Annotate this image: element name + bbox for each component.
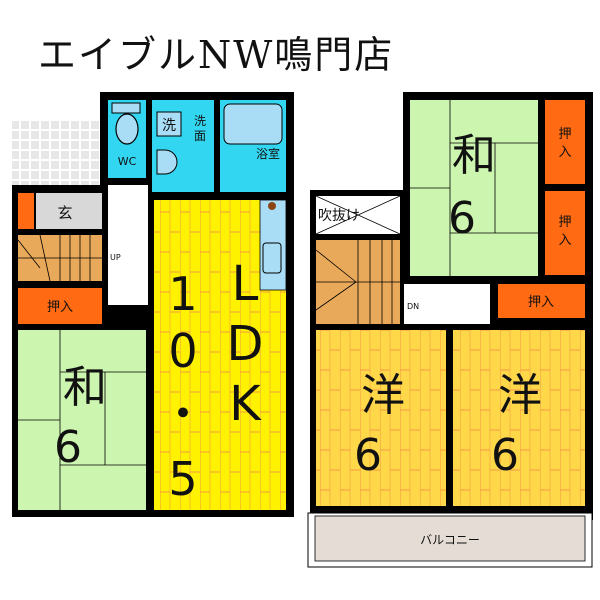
japanese-room-type-floor1: 和 [63,362,107,413]
closet-top-label-1: 押 [558,127,571,142]
western-room-right-type: 洋 [498,370,542,421]
ldk-type-char: L [232,256,259,312]
western-room-right-size: 6 [491,430,519,481]
hallway [108,185,148,305]
western-room-left-size: 6 [354,430,382,481]
japanese-room-size-floor2: 6 [448,193,476,244]
stairs-down-label: DN [407,302,419,311]
closet-mid-label-1: 押 [558,215,571,230]
closet-mid-floor2 [545,191,585,275]
western-room-right [453,330,585,506]
floor-1: WC 洗 洗 面 浴室 UP 玄 押入 [12,92,294,517]
japanese-room-type-floor2: 和 [452,130,496,181]
washroom-label-1: 洗 [194,114,206,128]
ldk-type-char: D [227,316,264,372]
balcony [314,515,586,562]
western-room-left-type: 洋 [361,370,405,421]
stove-icon [268,202,276,210]
washing-machine-label: 洗 [162,118,176,134]
kitchen-sink-icon [262,242,282,274]
stairs-up-label: UP [110,253,121,262]
closet-floor1 [18,288,102,324]
closet-bottom-floor2 [498,284,585,318]
washroom-label-2: 面 [194,129,206,143]
agency-title: エイブルNW鳴門店 [38,33,395,77]
ldk-size-char: 1 [168,267,197,321]
floor-2: 吹抜け DN 和 6 押 入 押 入 押入 [307,92,593,568]
bath-label: 浴室 [256,146,280,161]
ldk-size-char: 5 [168,452,197,506]
closet-bottom-label: 押入 [528,295,554,310]
entrance-label: 玄 [57,204,72,222]
closet-top-label-2: 入 [558,145,571,160]
wc-label: WC [118,155,137,168]
entrance [36,193,102,229]
ldk-type-char: K [229,376,262,432]
ldk-size-char: ・ [160,387,206,441]
closet-label-floor1: 押入 [47,300,73,315]
balcony-label: バルコニー [420,533,480,547]
void-label: 吹抜け [318,208,360,224]
hallway-floor2 [404,284,490,324]
japanese-room-size-floor1: 6 [54,422,82,473]
closet-mid-label-2: 入 [558,233,571,248]
porch-tiles [12,120,102,185]
western-room-left [316,330,446,506]
ldk-size-char: 0 [168,324,197,378]
washing-machine-icon [156,111,182,137]
closet-top-floor2 [545,100,585,184]
toilet-icon [115,113,139,145]
bathtub-icon [223,103,283,145]
sink-icon [156,149,178,175]
